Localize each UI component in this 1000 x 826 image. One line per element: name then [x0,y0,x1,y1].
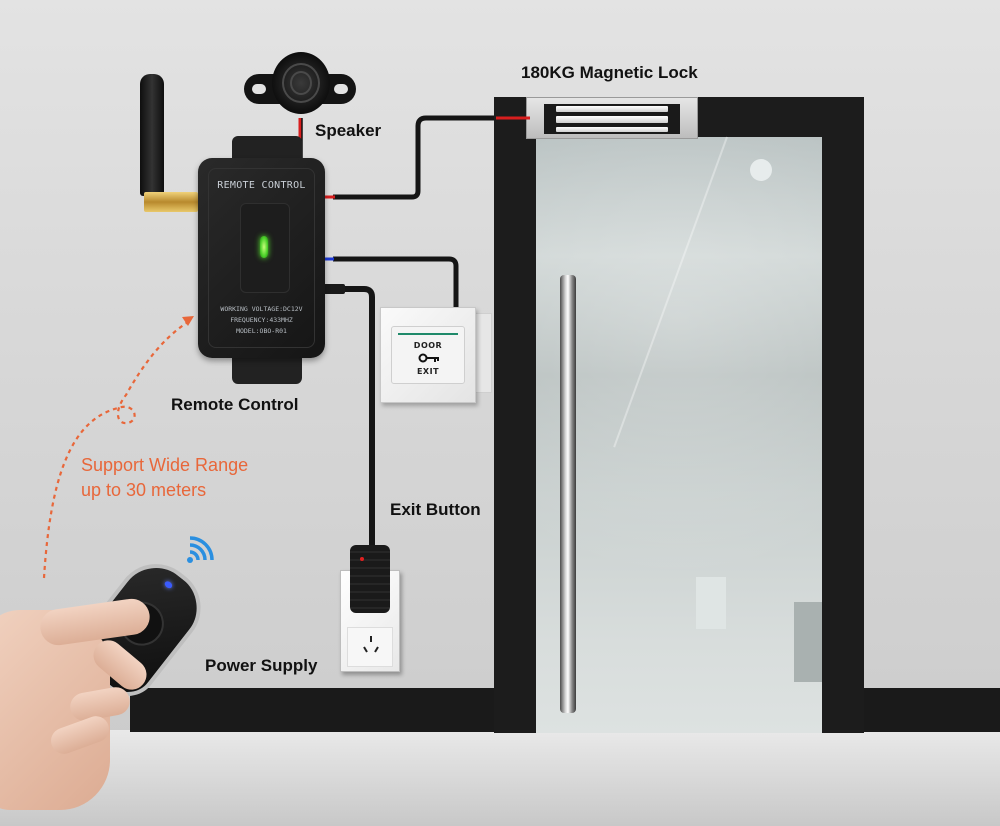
range-text-line1: Support Wide Range [81,455,249,475]
door-handle[interactable] [560,275,576,713]
receiver-spec-frequency: FREQUENCY:433MHZ [230,316,293,324]
ceiling-light [750,159,772,181]
range-text-line2: up to 30 meters [81,480,207,500]
antenna-icon [140,74,164,196]
cabinet [794,602,822,682]
receiver-spec-voltage: WORKING VOLTAGE:DC12V [220,305,303,313]
remote-control-label: Remote Control [171,395,299,414]
magnetic-lock-label: 180KG Magnetic Lock [521,63,698,82]
baseboard-left [130,688,500,732]
speaker-icon [272,52,330,114]
glass-door[interactable] [536,136,822,733]
exit-button-device[interactable]: DOOR EXIT [380,307,476,403]
antenna-connector [144,192,198,212]
socket-holes [361,635,381,655]
exit-button-door-text: DOOR [413,341,443,350]
baseboard-right [860,688,1000,732]
door-assembly [494,97,864,733]
power-adapter [350,545,390,613]
speaker-label: Speaker [315,121,382,140]
fob-led-icon [163,579,174,590]
power-supply-label: Power Supply [205,656,318,675]
floor [0,730,1000,826]
receiver-led-window [240,203,290,293]
exit-button-label: Exit Button [390,500,481,519]
speaker-device [244,52,356,122]
exit-button-stripe [398,333,458,335]
remote-control-receiver: REMOTE CONTROL WORKING VOLTAGE:DC12V FRE… [198,158,325,358]
receiver-title: REMOTE CONTROL [217,180,306,191]
magnetic-lock-core [544,104,680,134]
plant-pot [696,577,726,629]
status-led-icon [260,236,268,258]
adapter-led [360,557,364,561]
receiver-spec-model: MODEL:OBO-R01 [236,327,287,335]
magnetic-lock [526,97,698,139]
exit-button-exit-text: EXIT [416,367,440,376]
wifi-signal-icon [178,530,218,570]
key-icon [418,353,440,363]
